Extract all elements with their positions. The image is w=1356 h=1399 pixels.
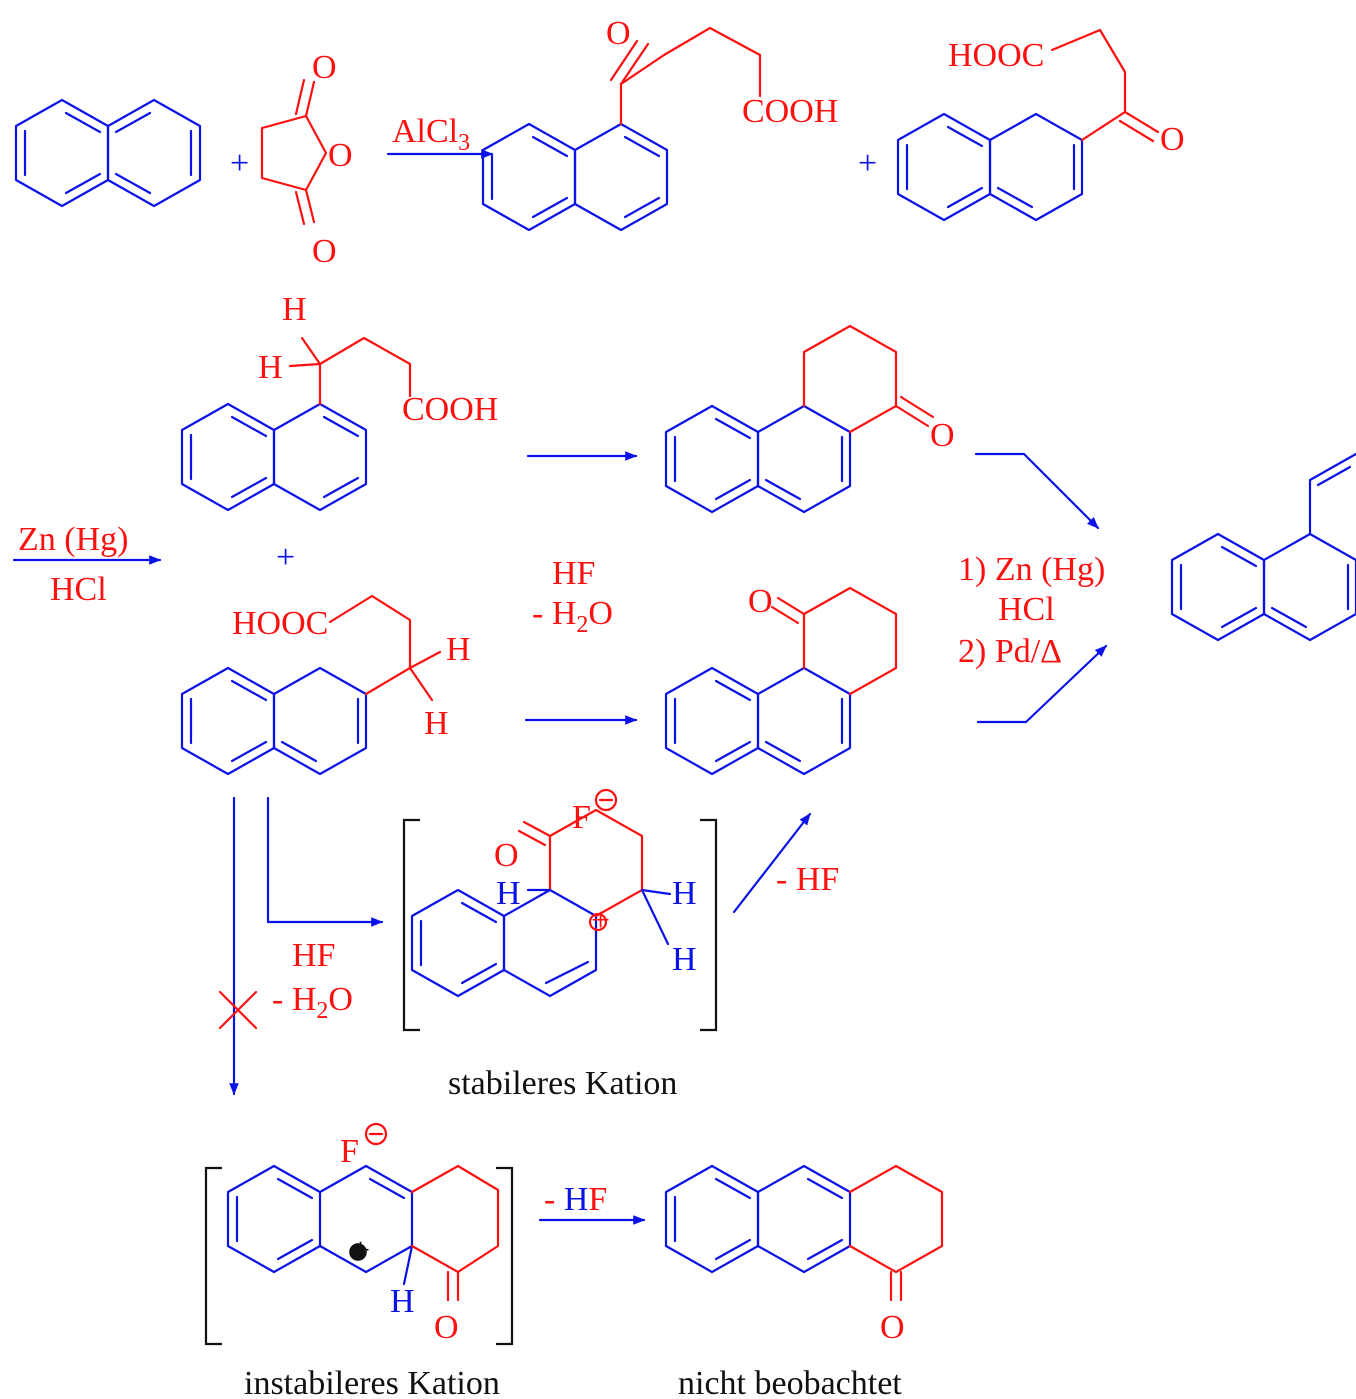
favored-arrow — [266, 796, 384, 927]
naphthyl-butyric-acid-1 — [180, 336, 412, 512]
acid-label: COOH — [742, 93, 838, 130]
reagent-label: - HF — [544, 1181, 607, 1218]
oxygen-label: O — [434, 1309, 459, 1346]
plus-sign: + — [276, 539, 295, 576]
hydrogen-label: H — [496, 875, 521, 912]
reagent-label: HF — [292, 937, 335, 974]
anthracenone-product — [664, 1164, 944, 1302]
oxygen-label: O — [494, 837, 519, 874]
oxygen-label: O — [748, 583, 773, 620]
hydrogen-label: H — [258, 349, 283, 386]
oxygen-label: O — [930, 417, 955, 454]
oxygen-label: O — [1160, 121, 1185, 158]
oxygen-label: O — [880, 1309, 905, 1346]
acid-label: HOOC — [232, 605, 328, 642]
acid-label: HOOC — [948, 37, 1044, 74]
cation-caption: instabileres Kation — [244, 1365, 500, 1399]
unstable-cation — [226, 1164, 500, 1302]
fluoride-label: F — [572, 799, 591, 836]
oxygen-label: O — [312, 233, 337, 270]
phenanthrene — [1170, 452, 1356, 642]
charge-circle — [349, 1243, 367, 1261]
hydrogen-label: H — [672, 875, 697, 912]
hydrogen-label: H — [424, 705, 449, 742]
naphthyl-butyric-acid-2 — [180, 594, 442, 776]
tetrahydrophenanthrenone-2 — [664, 586, 898, 776]
bracket — [402, 818, 718, 1032]
reagent-label: AlCl3 — [392, 113, 470, 156]
aromatization-arrow — [974, 452, 1100, 530]
reagent-label: HCl — [50, 571, 107, 608]
cation-charge: + — [591, 902, 610, 939]
tetrahydrophenanthrenone-1 — [664, 324, 935, 514]
reagent-label: HF — [552, 555, 595, 592]
reagent-label: - H2O — [532, 595, 613, 638]
succinic-anhydride — [260, 78, 328, 226]
naphthyl-ketoacid-2 — [896, 28, 1160, 222]
cation-caption: stabileres Kation — [448, 1065, 677, 1102]
hydrogen-label: H — [390, 1283, 415, 1320]
naphthyl-ketoacid-1 — [481, 26, 762, 232]
plus-sign: + — [858, 145, 877, 182]
reagent-label: - H2O — [272, 981, 353, 1024]
hydrogen-label: H — [446, 631, 471, 668]
hydrogen-label: H — [282, 291, 307, 328]
charge-circle — [588, 912, 608, 932]
naphthalene — [14, 98, 202, 208]
cross-mark-icon — [218, 990, 258, 1030]
aromatization-arrow — [976, 644, 1108, 724]
cation-charge: + — [351, 1232, 370, 1269]
reagent-label: 2) Pd/Δ — [958, 633, 1062, 670]
reagent-label: - HF — [776, 861, 839, 898]
elimination-arrow — [732, 812, 812, 914]
oxygen-label: O — [328, 137, 353, 174]
reagent-label: Zn (Hg) — [18, 521, 128, 558]
reagent-label: 1) Zn (Hg) — [958, 551, 1105, 588]
acid-label: COOH — [402, 391, 498, 428]
anion-charge-icon — [364, 1122, 388, 1146]
reagent-label: HCl — [998, 591, 1055, 628]
product-caption: nicht beobachtet — [678, 1365, 902, 1399]
oxygen-label: O — [606, 15, 631, 52]
anion-charge-icon — [594, 788, 618, 812]
stable-cation — [410, 808, 672, 998]
oxygen-label: O — [312, 49, 337, 86]
fluoride-label: F — [340, 1133, 359, 1170]
hydrogen-label: H — [672, 941, 697, 978]
bracket — [204, 1166, 514, 1346]
plus-sign: + — [230, 145, 249, 182]
